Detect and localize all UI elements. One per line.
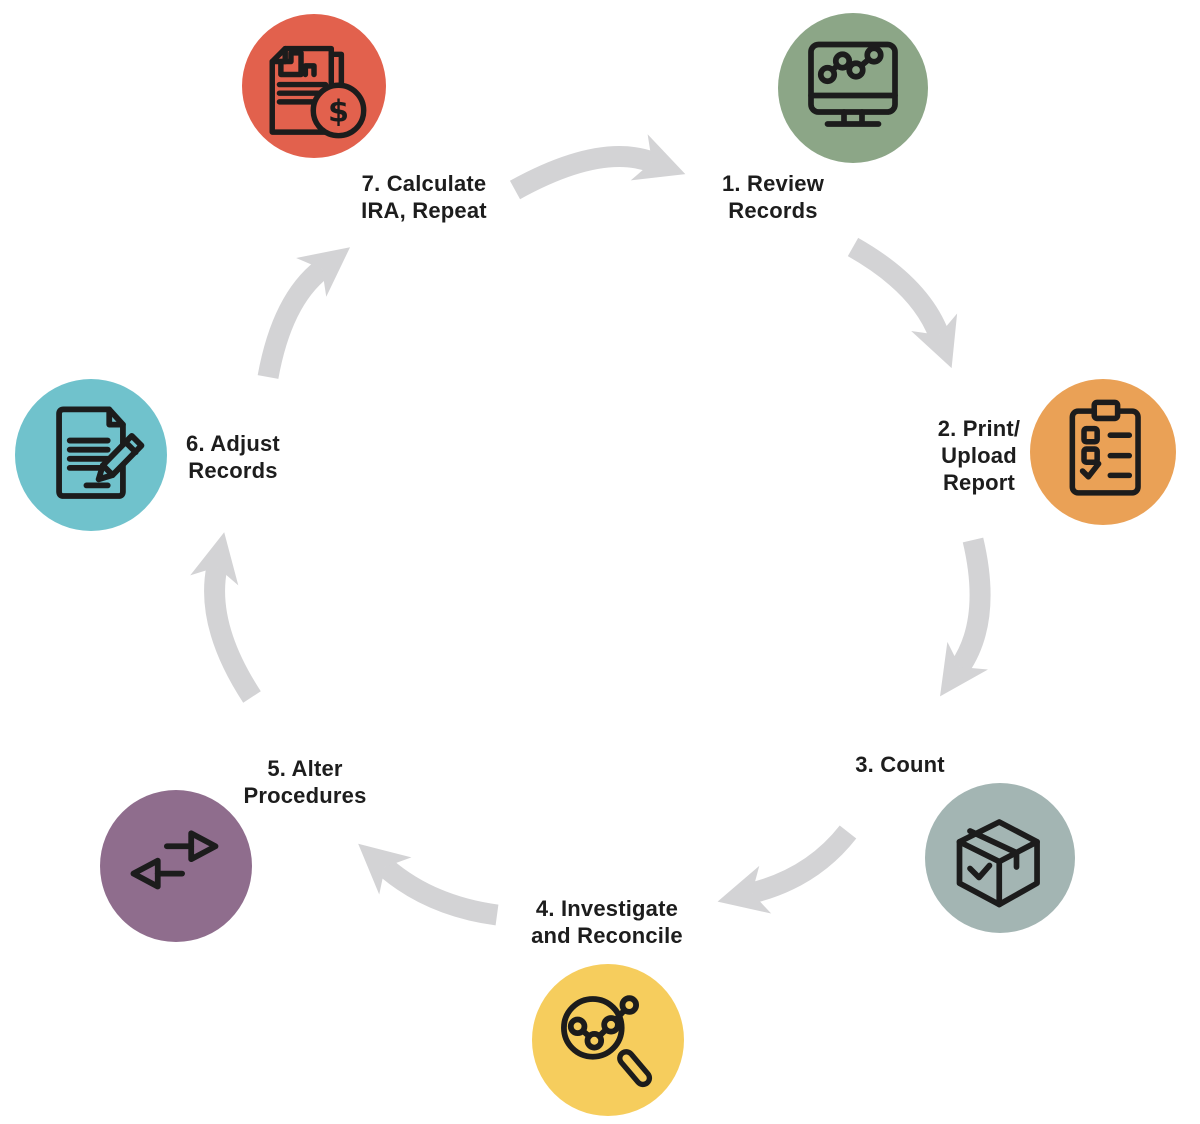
- swap-arrows-icon: [130, 830, 219, 890]
- document-dollar-icon: $: [269, 45, 367, 139]
- step-3-label: 3. Count: [855, 752, 945, 777]
- step-7-label: 7. Calculate IRA, Repeat: [361, 171, 487, 223]
- flow-arrow-2-to-3: [940, 537, 991, 697]
- step-1-label: 1. Review Records: [721, 171, 825, 223]
- monitor-chart-icon: [808, 41, 898, 127]
- step-5-node: [100, 790, 252, 942]
- step-6-circle-bg: [15, 379, 167, 531]
- step-4-circle-bg: [532, 964, 684, 1116]
- dollar-sign: $: [328, 94, 349, 129]
- step-1-node: [778, 13, 928, 163]
- flow-arrow-3-to-4: [717, 825, 857, 914]
- step-5-circle-bg: [100, 790, 252, 942]
- clipboard-checklist-icon: [1069, 399, 1141, 496]
- step-4-node: [532, 964, 684, 1116]
- flow-arrow-1-to-2: [847, 237, 958, 369]
- document-pencil-icon: [56, 406, 145, 499]
- step-6-node: [15, 379, 167, 531]
- step-2-node: [1030, 379, 1176, 525]
- magnifier-chart-icon: [561, 995, 653, 1088]
- step-1-circle-bg: [778, 13, 928, 163]
- step-5-label: 5. Alter Procedures: [243, 756, 367, 808]
- step-6-label: 6. Adjust Records: [186, 431, 280, 483]
- step-3-node: [925, 783, 1075, 933]
- step-2-label: 2. Print/ Upload Report: [937, 416, 1021, 495]
- step-7-node: $: [242, 14, 386, 158]
- step-4-label: 4. Investigate and Reconcile: [531, 896, 683, 948]
- flow-arrow-5-to-6: [190, 532, 261, 703]
- flow-arrow-6-to-7: [257, 247, 351, 379]
- flow-arrow-4-to-5: [358, 843, 499, 926]
- shipping-box-icon: [956, 819, 1040, 908]
- flow-arrow-7-to-1: [509, 134, 686, 200]
